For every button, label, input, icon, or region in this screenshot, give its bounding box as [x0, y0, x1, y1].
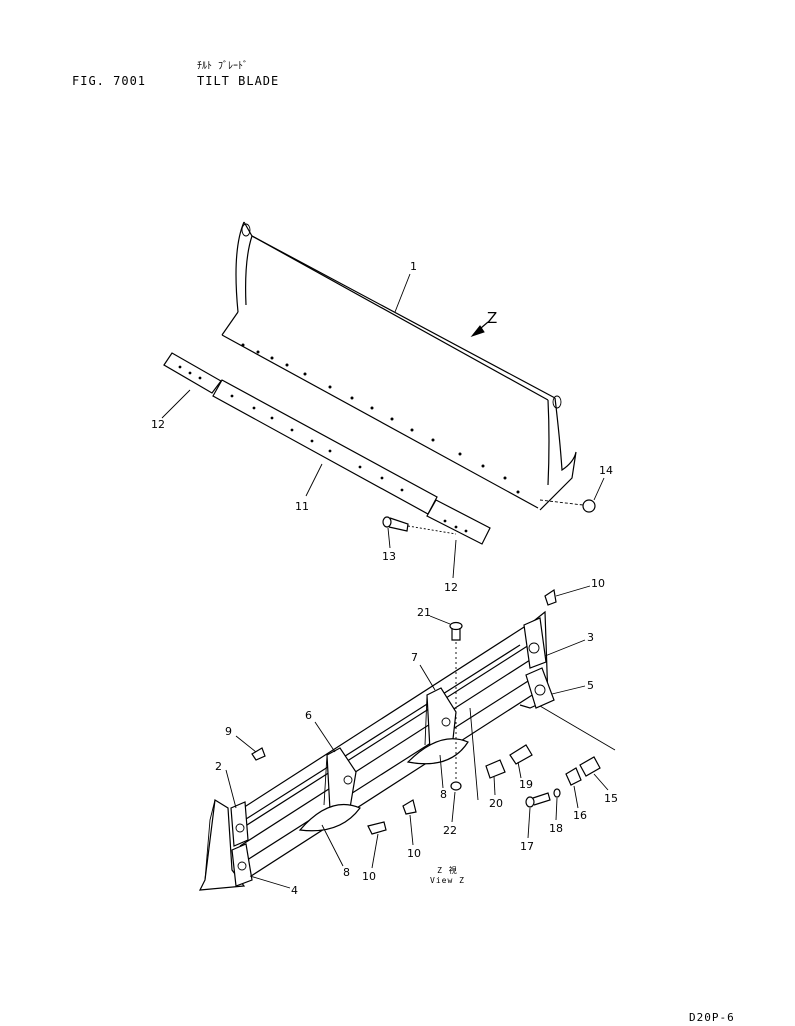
- view-z-label-jp: Z 視: [437, 866, 458, 875]
- callout-17: 17: [520, 840, 534, 853]
- callout-6: 6: [305, 709, 312, 722]
- callout-2: 2: [215, 760, 222, 773]
- cutting-edge-center: [212, 379, 438, 515]
- view-z-letter: Z: [487, 309, 497, 327]
- callout-20: 20: [489, 797, 503, 810]
- callout-12b: 12: [444, 581, 458, 594]
- callout-8b: 8: [440, 788, 447, 801]
- callout-8a: 8: [343, 866, 350, 879]
- title-english: TILT BLADE: [197, 74, 280, 88]
- callout-9: 9: [225, 725, 232, 738]
- cutting-edge-end-right: [426, 499, 491, 545]
- callout-22: 22: [443, 824, 457, 837]
- view-z-arrow: Z: [470, 309, 497, 338]
- view-z-label: Z 視 View Z: [430, 866, 465, 886]
- blade-bolt-holes: [241, 343, 520, 494]
- title-japanese: ﾁﾙﾄ ﾌﾞﾚｰﾄﾞ: [197, 61, 249, 72]
- callout-15: 15: [604, 792, 618, 805]
- view-z-label-en: View Z: [430, 876, 465, 885]
- page-code: D20P-6: [689, 1011, 735, 1024]
- callout-10b: 10: [407, 847, 421, 860]
- callout-7: 7: [411, 651, 418, 664]
- callout-18: 18: [549, 822, 563, 835]
- blade-frame: [198, 588, 557, 891]
- blade-assembly: [221, 221, 577, 511]
- callout-4: 4: [291, 884, 298, 897]
- callout-21: 21: [417, 606, 431, 619]
- callout-13: 13: [382, 550, 396, 563]
- pin-hardware: [449, 621, 616, 808]
- callout-19: 19: [519, 778, 533, 791]
- callout-12a: 12: [151, 418, 165, 431]
- callout-16: 16: [573, 809, 587, 822]
- callout-3: 3: [587, 631, 594, 644]
- nut-14: [539, 499, 596, 513]
- callout-10a: 10: [591, 577, 605, 590]
- callout-10c: 10: [362, 870, 376, 883]
- callouts: 1 2 3 4 5 6 7 8 8 9 10 10 10 11 12 12 13…: [151, 260, 618, 897]
- callout-5: 5: [587, 679, 594, 692]
- callout-1: 1: [410, 260, 417, 273]
- callout-11: 11: [295, 500, 309, 513]
- cutting-edge-end-left: [163, 352, 222, 394]
- callout-14: 14: [599, 464, 613, 477]
- bolt-13: [382, 516, 457, 535]
- figure-number: FIG. 7001: [72, 74, 147, 88]
